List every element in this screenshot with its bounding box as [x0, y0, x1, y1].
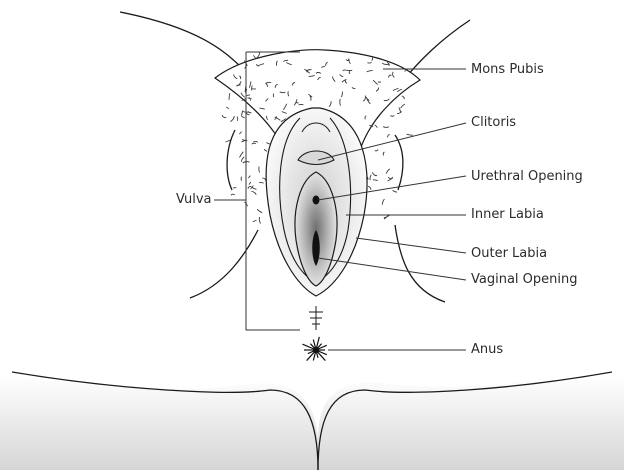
label-inner-labia: Inner Labia: [471, 208, 544, 221]
label-anus: Anus: [471, 343, 503, 356]
label-clitoris: Clitoris: [471, 116, 516, 129]
label-vulva: Vulva: [176, 193, 212, 206]
thighs: [0, 372, 624, 470]
anus-shape: [302, 337, 326, 361]
leader-outer-labia: [356, 238, 466, 253]
anus-center: [314, 348, 319, 353]
label-mons-pubis: Mons Pubis: [471, 63, 544, 76]
label-urethral-opening: Urethral Opening: [471, 170, 583, 183]
label-outer-labia: Outer Labia: [471, 247, 547, 260]
label-vaginal-opening: Vaginal Opening: [471, 273, 578, 286]
perineum-lines: [309, 306, 323, 330]
